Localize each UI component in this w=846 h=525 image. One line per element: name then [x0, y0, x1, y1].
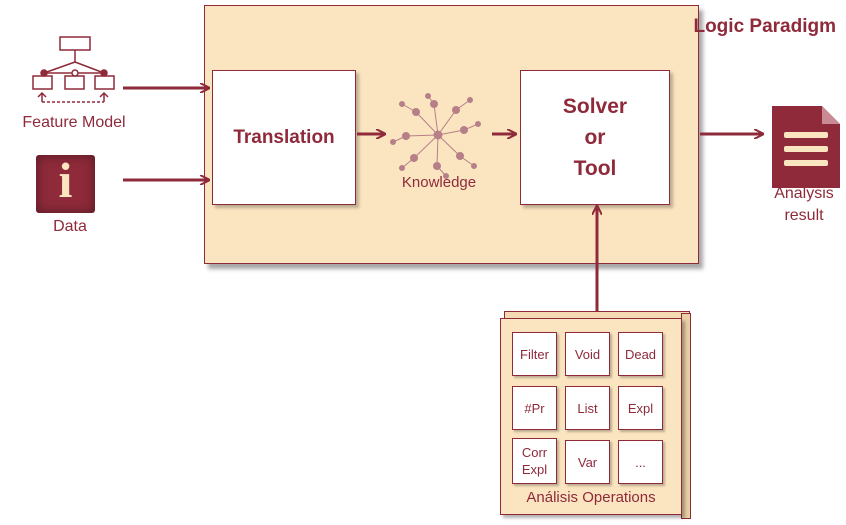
document-icon [772, 106, 840, 188]
operation-more: ... [618, 440, 663, 484]
operation-label: Void [574, 346, 601, 362]
solver-line-3: Tool [573, 157, 617, 180]
translation-box: Translation [212, 70, 356, 205]
operation-label-line-2: Expl [521, 462, 548, 477]
data-label: Data [53, 218, 87, 235]
operation-label: List [577, 400, 598, 416]
data-info-icon [36, 155, 95, 213]
knowledge-label: Knowledge [401, 174, 477, 191]
operation-label: Expl [627, 400, 654, 416]
operation-filter: Filter [512, 332, 557, 376]
knowledge-graph-icon [390, 93, 481, 179]
operation-expl: Expl [618, 386, 663, 430]
operations-title: Análisis Operations [526, 489, 656, 506]
operation-label-line-1: Corr [521, 445, 548, 460]
analysis-result-line-2: result [784, 207, 824, 224]
operations-panel-side-edge [681, 313, 691, 519]
operation-pr: #Pr [512, 386, 557, 430]
feature-model-icon [32, 36, 115, 103]
operation-var: Var [565, 440, 610, 484]
solver-line-1: Solver [562, 95, 628, 118]
operation-label: ... [635, 454, 646, 470]
solver-box: Solver or Tool [520, 70, 670, 205]
paradigm-title: Logic Paradigm [693, 16, 836, 37]
operation-dead: Dead [618, 332, 663, 376]
operation-label: Filter [520, 346, 549, 362]
solver-line-2: or [584, 126, 606, 149]
operation-corr-expl: Corr Expl [512, 438, 557, 484]
analysis-result-line-1: Analysis [774, 185, 834, 202]
operation-list: List [565, 386, 610, 430]
analysis-result-label: Analysis result [762, 183, 846, 227]
operation-label: Var [577, 454, 598, 470]
operation-label: #Pr [524, 400, 545, 416]
data-icon-glyph: i [58, 152, 73, 208]
operation-void: Void [565, 332, 610, 376]
operation-label: Dead [624, 346, 657, 362]
translation-label: Translation [233, 126, 335, 148]
feature-model-label: Feature Model [22, 114, 126, 131]
